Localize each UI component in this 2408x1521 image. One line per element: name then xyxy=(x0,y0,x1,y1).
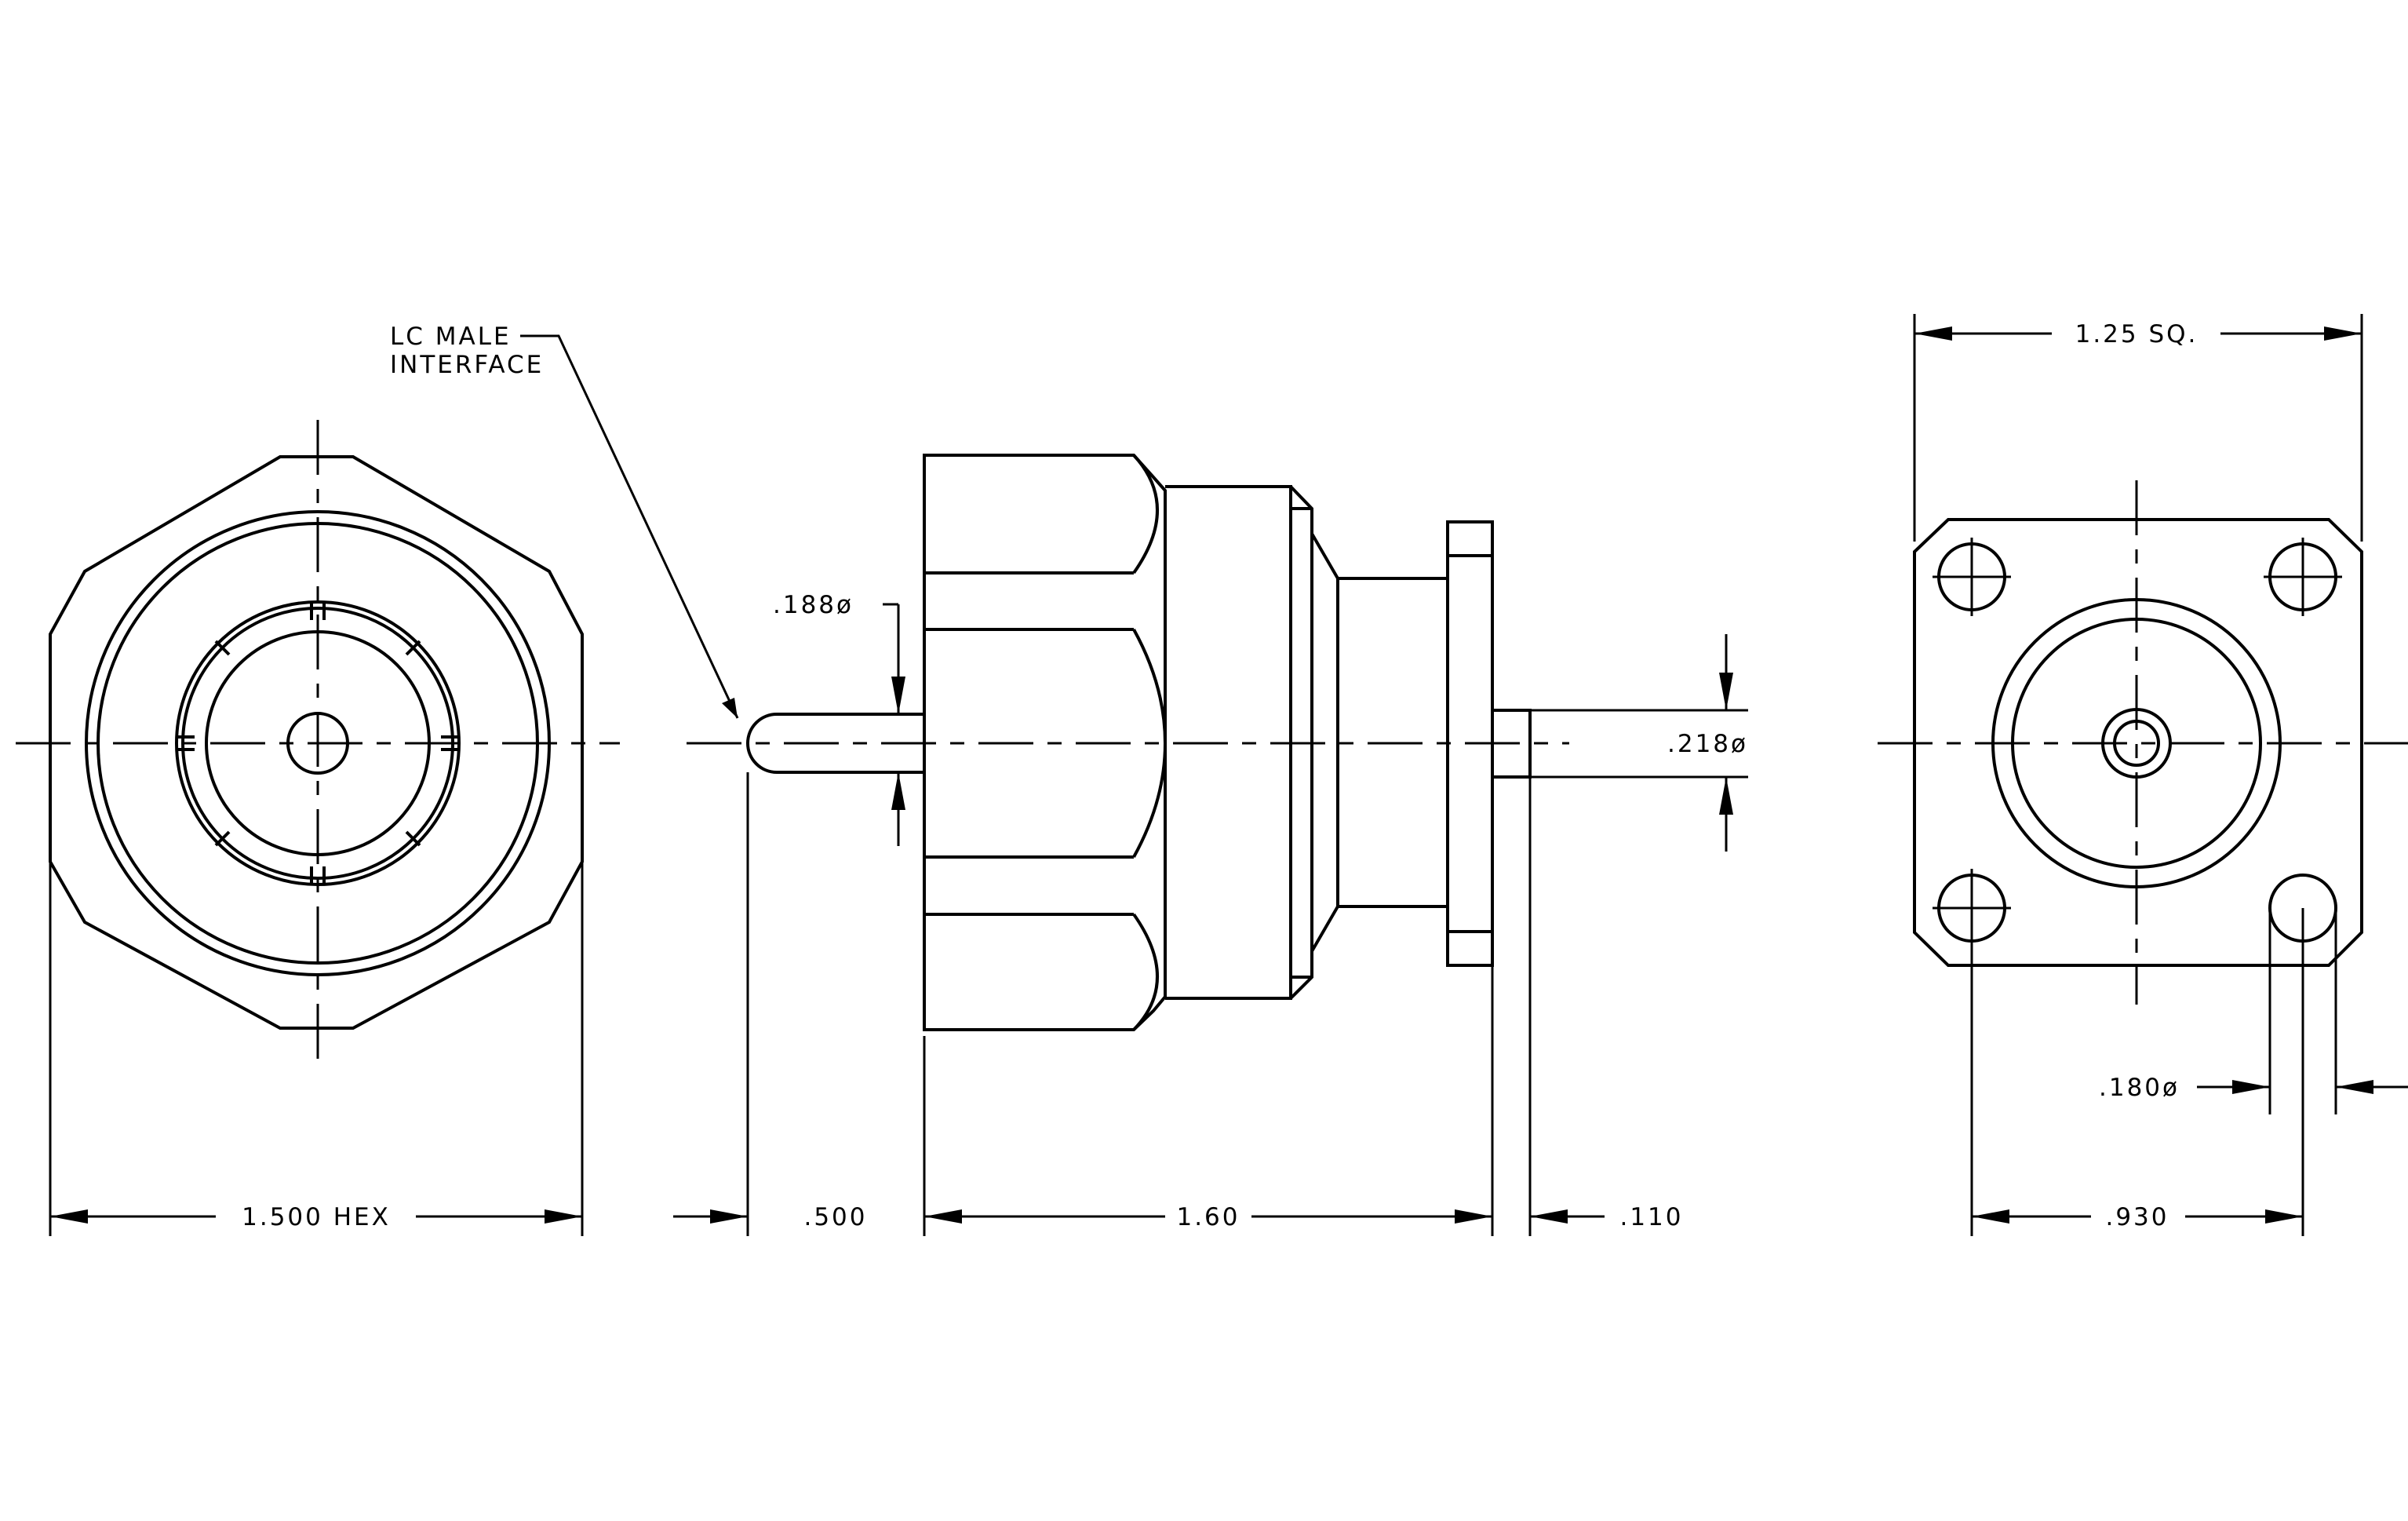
rear-view xyxy=(1878,480,2408,1005)
side-view xyxy=(687,454,1569,1031)
callout-leader xyxy=(520,334,739,719)
dim-rear-pin-dia-label: .218ø xyxy=(1667,730,1748,758)
dim-pin-dia: .188ø xyxy=(773,591,905,846)
dim-body-length: 1.60 xyxy=(924,965,1494,1236)
dim-flange-square-label: 1.25 SQ. xyxy=(2075,320,2199,348)
dim-hex-label: 1.500 HEX xyxy=(242,1203,391,1231)
dim-pin-dia-label: .188ø xyxy=(773,591,854,619)
dim-hole-dia-label: .180ø xyxy=(2099,1074,2180,1102)
dim-rear-pin-length-label: .110 xyxy=(1619,1203,1683,1231)
callout-line1: LC MALE xyxy=(390,323,512,351)
hex-nut-flat-bottom xyxy=(924,855,1159,1031)
hex-outline xyxy=(49,455,584,1030)
front-view xyxy=(16,420,620,1067)
dim-body-length-label: 1.60 xyxy=(1176,1203,1240,1231)
body-taper xyxy=(1310,532,1339,953)
dim-rear-pin-dia: .218ø xyxy=(1530,634,1748,852)
dim-hex: 1.500 HEX xyxy=(49,862,584,1236)
dim-hole-dia: .180ø xyxy=(2099,908,2408,1114)
slot-marks xyxy=(177,602,459,885)
front-pin xyxy=(746,713,924,774)
hex-nut-flat-top xyxy=(924,454,1167,858)
dim-flange-square: 1.25 SQ. xyxy=(1913,314,2363,542)
square-flange-outline xyxy=(1913,518,2363,967)
dim-hole-spacing-label: .930 xyxy=(2105,1203,2169,1231)
dim-pin-length: .500 xyxy=(673,772,926,1236)
dim-hole-spacing: .930 xyxy=(1970,908,2304,1236)
dim-pin-length-label: .500 xyxy=(803,1203,867,1231)
dim-rear-pin-length: .110 xyxy=(1528,777,1683,1236)
callout-line2: INTERFACE xyxy=(390,351,544,379)
